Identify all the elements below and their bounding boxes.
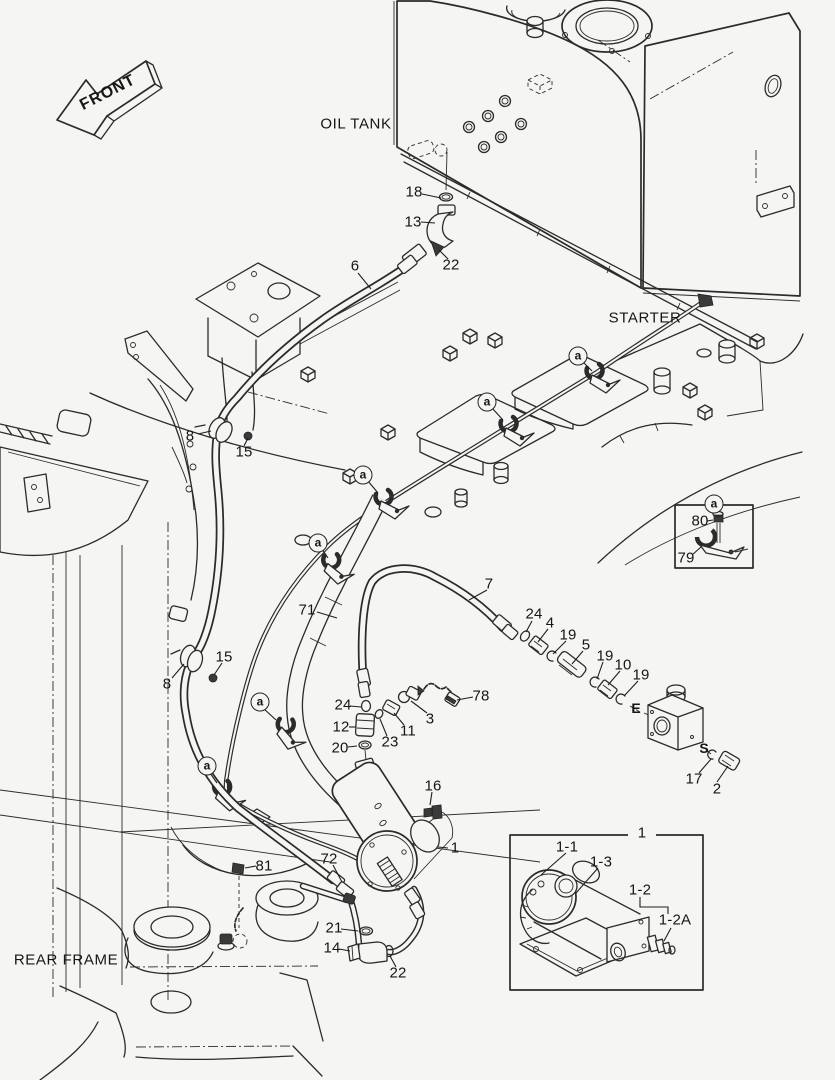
starter-assembly-inset-box [509,828,704,991]
suction-hose-drawing [170,263,409,948]
leader-lines [171,193,729,968]
pipe-71-drawing [286,494,388,813]
oil-tank-drawing [393,0,801,350]
starter-cable-drawing [223,293,714,867]
tank-fitting-drawing [396,151,456,275]
fitting-chain-drawing [519,630,741,771]
cable-clamps [210,364,620,813]
tank-bolts [407,73,553,159]
pump-outlet-hose-drawing [356,564,519,699]
sensor-branch-drawing [354,682,461,773]
starter-assembly-inset-drawing [519,860,676,977]
valve-block-drawing [647,684,704,751]
mount-plates-drawing [416,354,649,476]
starter-pump-drawing [231,757,454,964]
clamp-detail-box [674,504,754,569]
front-arrow [56,60,163,140]
rear-frame-drawing [0,262,401,1002]
bolt-cubes [300,328,765,485]
